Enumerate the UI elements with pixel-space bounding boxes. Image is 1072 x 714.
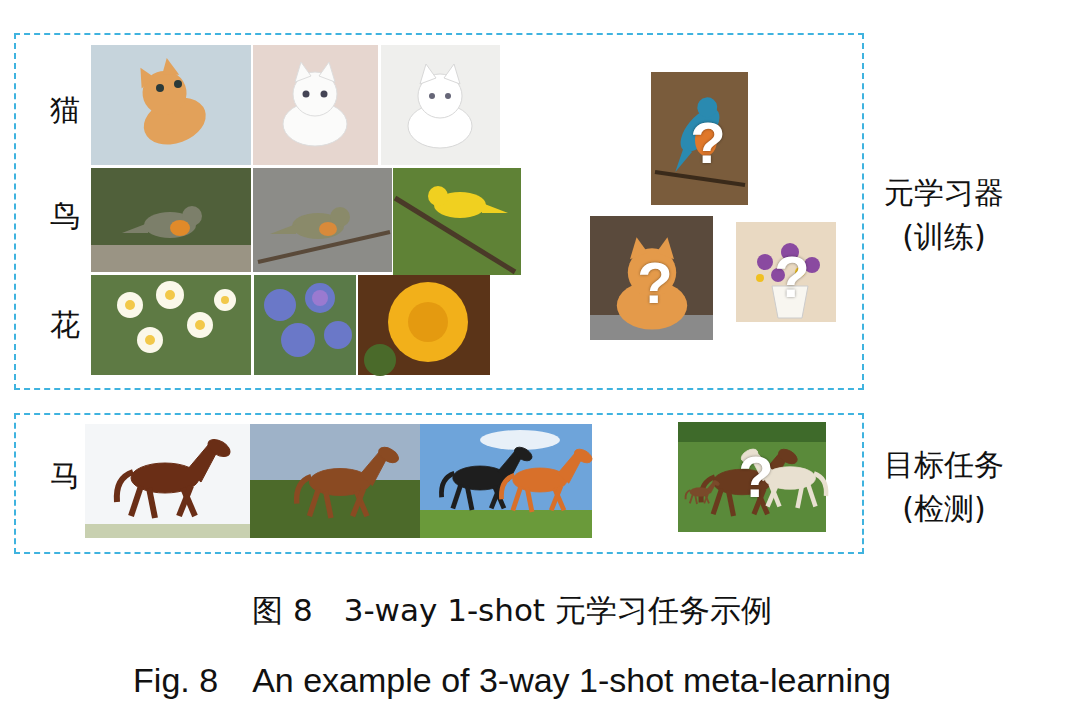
query-mark: ?	[690, 109, 725, 176]
cat-photo	[91, 45, 251, 165]
horse-photo	[85, 424, 250, 538]
flower-vase-photo	[736, 222, 836, 322]
flower-photo	[358, 275, 490, 376]
group-heading: 目标任务 (检测)	[864, 443, 1024, 530]
caption-english: Fig. 8 An example of 3-way 1-shot meta-l…	[133, 658, 891, 704]
bird-photo	[393, 168, 521, 275]
cat-photo	[253, 45, 378, 165]
query-mark: ?	[774, 243, 809, 310]
class-name: 猫	[50, 90, 80, 131]
flower-photo	[91, 275, 251, 375]
horse-photo	[250, 424, 420, 538]
query-mark: ?	[738, 443, 773, 510]
class-name: 花	[50, 305, 80, 346]
bird-photo	[253, 168, 392, 272]
kingfisher-photo	[651, 72, 748, 205]
caption: 图 8 3-way 1-shot 元学习任务示例	[252, 590, 772, 632]
dashed-group-box: 元学习器 (训练)	[14, 33, 864, 390]
bird-photo	[91, 168, 251, 272]
group-heading: 元学习器 (训练)	[864, 171, 1024, 258]
query-mark: ?	[637, 249, 672, 316]
flower-photo	[254, 275, 356, 375]
horse-photo	[420, 424, 594, 538]
cat-photo	[381, 45, 500, 165]
horse-photo	[678, 422, 826, 532]
cat-photo	[590, 216, 713, 340]
class-name: 鸟	[50, 196, 80, 237]
dashed-group-box: 目标任务 (检测)	[14, 413, 864, 554]
class-name: 马	[50, 456, 80, 497]
